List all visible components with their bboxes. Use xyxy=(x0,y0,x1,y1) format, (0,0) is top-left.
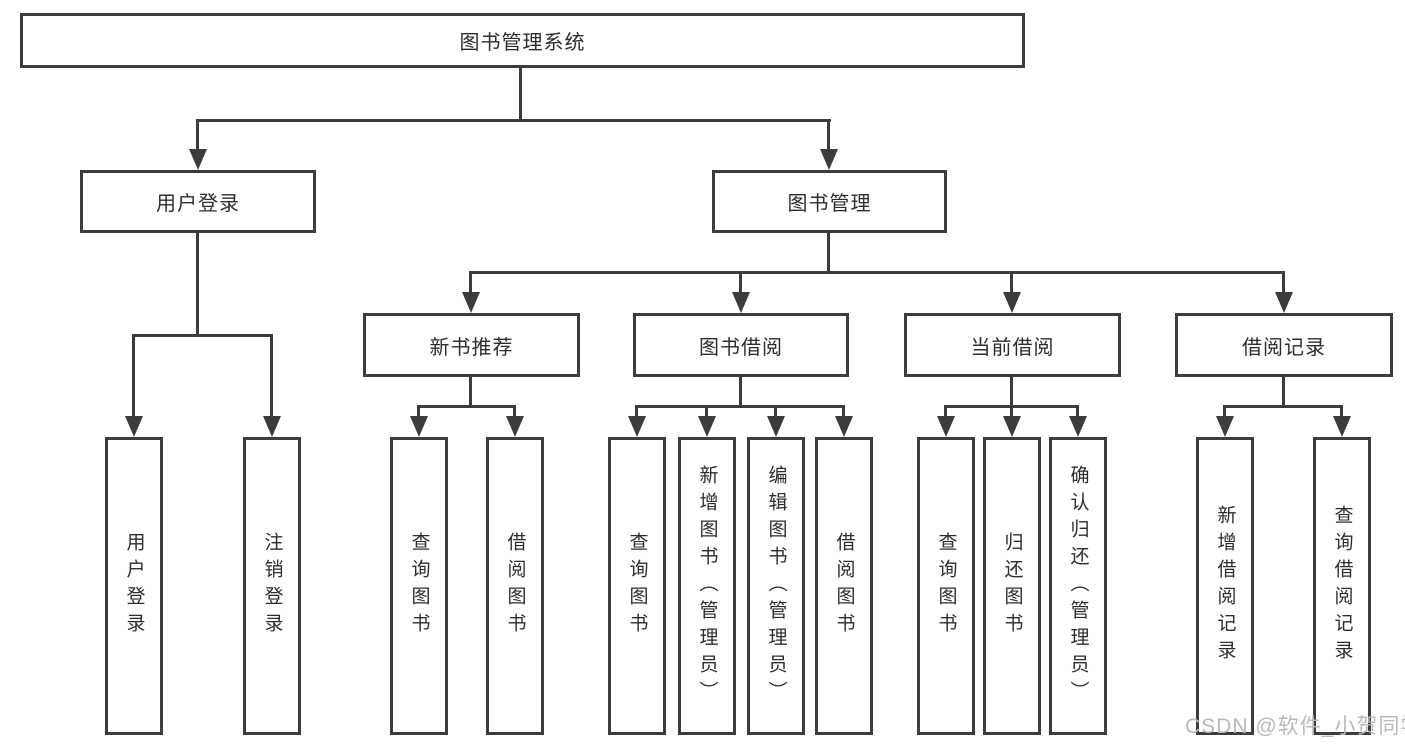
arrow-down-icon xyxy=(189,149,207,170)
connector-stem-level3 xyxy=(1010,271,1013,295)
node-library-management-system: 图书管理系统 xyxy=(20,13,1025,68)
arrow-down-icon xyxy=(835,416,853,437)
leaf-add-borrow-record: 新增借阅记录 xyxy=(1196,437,1254,735)
connector-trunk-recommendation xyxy=(469,376,472,408)
node-user-login: 用户登录 xyxy=(80,170,316,233)
arrow-down-icon xyxy=(462,292,480,313)
connector-hline-user-login xyxy=(132,334,273,337)
node-book-management: 图书管理 xyxy=(712,170,947,233)
connector-stem-leaf xyxy=(774,405,777,419)
connector-hline-borrowing xyxy=(635,405,845,408)
connector-stem-leaf xyxy=(1076,405,1079,419)
arrow-down-icon xyxy=(410,416,428,437)
leaf-search-books-current: 查询图书 xyxy=(917,437,975,735)
arrow-down-icon xyxy=(1216,416,1234,437)
connector-hline-recommendation xyxy=(417,405,516,408)
node-borrowing-records: 借阅记录 xyxy=(1175,313,1393,377)
connector-stem-leaf xyxy=(270,334,273,420)
arrow-down-icon xyxy=(628,416,646,437)
arrow-down-icon xyxy=(937,416,955,437)
leaf-edit-book-admin: 编辑图书（管理员） xyxy=(747,437,805,735)
arrow-down-icon xyxy=(767,416,785,437)
leaf-confirm-return-admin: 确认归还（管理员） xyxy=(1049,437,1107,735)
arrow-down-icon xyxy=(1003,416,1021,437)
connector-stem-leaf xyxy=(1223,405,1226,419)
connector-stem-user-login xyxy=(196,119,199,155)
node-book-borrowing: 图书借阅 xyxy=(633,313,849,377)
connector-stem-leaf xyxy=(1010,405,1013,419)
arrow-down-icon xyxy=(698,416,716,437)
arrow-down-icon xyxy=(1333,416,1351,437)
arrow-down-icon xyxy=(506,416,524,437)
connector-trunk-current xyxy=(1010,376,1013,408)
leaf-search-borrow-record: 查询借阅记录 xyxy=(1313,437,1371,735)
connector-trunk-book-mgmt xyxy=(827,233,830,274)
connector-hline-records xyxy=(1223,405,1343,408)
leaf-user-login: 用户登录 xyxy=(105,437,163,735)
arrow-down-icon xyxy=(125,416,143,437)
connector-trunk-root xyxy=(519,68,522,120)
leaf-return-books: 归还图书 xyxy=(983,437,1041,735)
arrow-down-icon xyxy=(263,416,281,437)
connector-stem-level3 xyxy=(1282,271,1285,295)
connector-stem-leaf xyxy=(944,405,947,419)
leaf-borrow-books-recommend: 借阅图书 xyxy=(486,437,544,735)
leaf-logout: 注销登录 xyxy=(243,437,301,735)
connector-trunk-borrowing xyxy=(739,376,742,408)
csdn-watermark: CSDN @软件_小贺同学 xyxy=(1185,715,1405,738)
connector-trunk-user-login xyxy=(196,233,199,337)
leaf-search-books-recommend: 查询图书 xyxy=(390,437,448,735)
connector-stem-level3 xyxy=(469,271,472,295)
connector-stem-leaf xyxy=(513,405,516,419)
leaf-add-book-admin: 新增图书（管理员） xyxy=(678,437,736,735)
arrow-down-icon xyxy=(1275,292,1293,313)
connector-stem-leaf xyxy=(1340,405,1343,419)
connector-stem-leaf xyxy=(635,405,638,419)
leaf-search-books-borrowing: 查询图书 xyxy=(608,437,666,735)
node-current-borrowing: 当前借阅 xyxy=(904,313,1121,377)
connector-stem-leaf xyxy=(417,405,420,419)
connector-stem-leaf xyxy=(842,405,845,419)
connector-hline-level3 xyxy=(469,271,1285,274)
node-new-book-recommendation: 新书推荐 xyxy=(363,313,580,377)
connector-hline-level2 xyxy=(196,119,831,122)
arrow-down-icon xyxy=(820,149,838,170)
leaf-borrow-books-borrowing: 借阅图书 xyxy=(815,437,873,735)
arrow-down-icon xyxy=(1069,416,1087,437)
arrow-down-icon xyxy=(732,292,750,313)
arrow-down-icon xyxy=(1003,292,1021,313)
connector-stem-level3 xyxy=(739,271,742,295)
connector-stem-book-mgmt xyxy=(827,119,830,155)
connector-trunk-records xyxy=(1282,376,1285,408)
connector-stem-leaf xyxy=(705,405,708,419)
connector-stem-leaf xyxy=(132,334,135,420)
